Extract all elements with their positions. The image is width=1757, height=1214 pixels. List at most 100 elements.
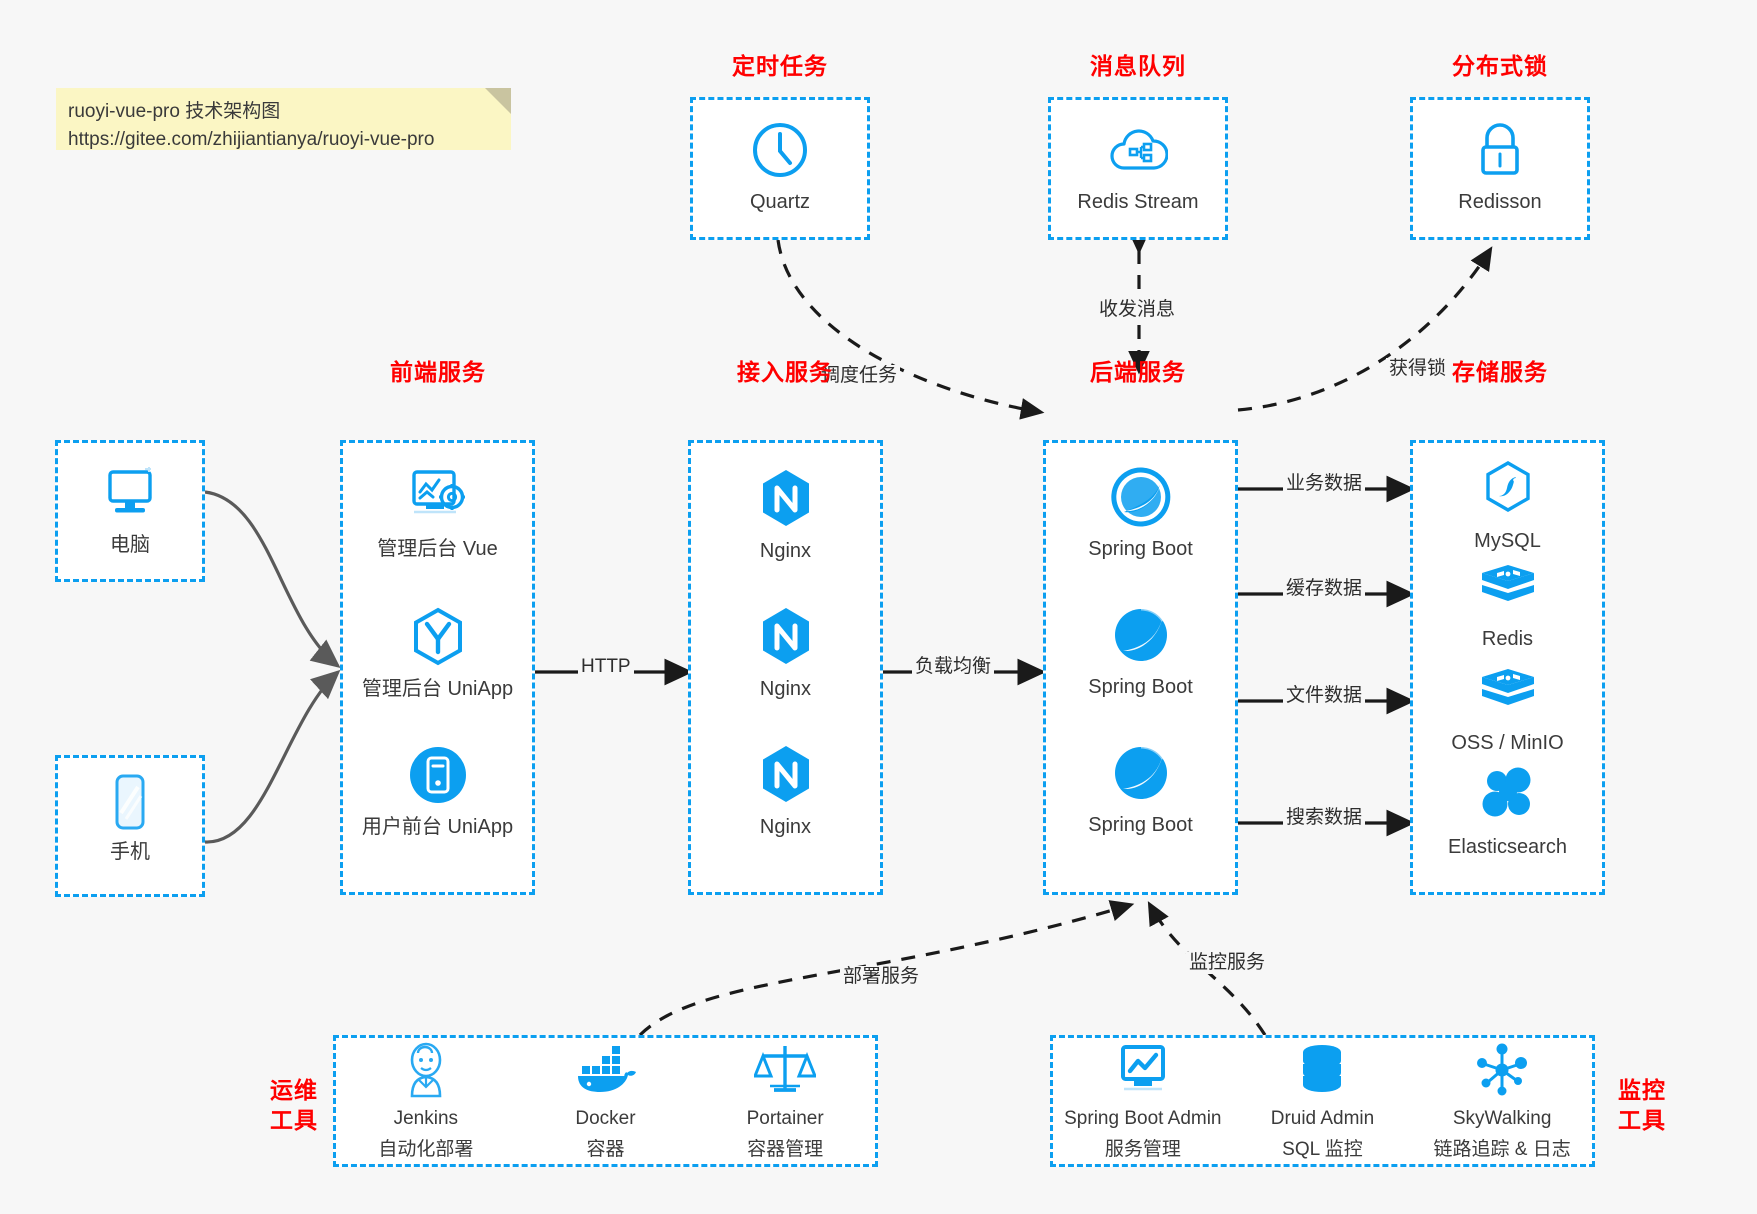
node-label: Spring Boot [1088,676,1193,698]
group-box-message-queue[interactable]: Redis Stream [1048,97,1228,240]
monitor-title-line2: 工具 [1618,1107,1666,1133]
tool-jenkins[interactable]: Jenkins 自动化部署 [337,1040,515,1162]
client-box-desktop[interactable]: 电脑 [55,440,205,582]
node-label: Elasticsearch [1448,836,1567,858]
edge-label-business-data: 业务数据 [1283,473,1366,495]
group-title-message-queue: 消息队列 [1090,53,1186,79]
node-spring-boot-1[interactable]: Spring Boot [1046,465,1235,562]
node-label: Redis [1481,628,1534,650]
tool-spring-boot-admin[interactable]: Spring Boot Admin 服务管理 [1054,1040,1232,1162]
node-nginx-2[interactable]: Nginx [691,605,880,702]
node-nginx-3[interactable]: Nginx [691,743,880,840]
node-phone[interactable]: 手机 [58,772,202,865]
edge-label-deploy-service: 部署服务 [840,966,923,988]
node-redisson[interactable]: Redisson [1413,118,1587,215]
spring-boot-icon [1046,603,1235,667]
node-label: MySQL [1474,530,1541,552]
client-box-mobile[interactable]: 手机 [55,755,205,897]
node-label: 管理后台 Vue [377,538,498,560]
group-box-backend[interactable]: Spring Boot Spring Boot Spring Boot [1043,440,1238,895]
group-box-scheduled-task[interactable]: Quartz [690,97,870,240]
node-spring-boot-2[interactable]: Spring Boot [1046,603,1235,700]
group-box-frontend[interactable]: 管理后台 Vue 管理后台 UniApp 用户前台 [340,440,535,895]
database-stack-icon [1234,1040,1412,1100]
tool-desc: 链路追踪 & 日志 [1433,1139,1571,1160]
node-label: Spring Boot [1088,814,1193,836]
nginx-icon [691,605,880,669]
group-title-scheduled-task: 定时任务 [732,53,828,79]
node-label: Spring Boot [1088,538,1193,560]
tool-druid-admin[interactable]: Druid Admin SQL 监控 [1234,1040,1412,1162]
spring-boot-icon [1046,741,1235,805]
group-box-storage[interactable]: MySQL Redis [1410,440,1605,895]
node-redis-stream[interactable]: Redis Stream [1051,118,1225,215]
edge-label-acquire-lock: 获得锁 [1386,358,1450,380]
node-user-uniapp[interactable]: 用户前台 UniApp [343,743,532,840]
tool-desc: 容器管理 [747,1139,824,1160]
node-elasticsearch[interactable]: Elasticsearch [1413,763,1602,860]
edge-label-load-balance: 负载均衡 [912,656,995,678]
group-title-frontend: 前端服务 [390,359,486,385]
scales-balance-icon [696,1040,874,1100]
node-label: Redisson [1458,191,1542,213]
node-spring-boot-3[interactable]: Spring Boot [1046,741,1235,838]
edge-label-schedule-task: 调度任务 [818,365,901,387]
group-title-devops: 运维 工具 [262,1075,326,1135]
node-label: Nginx [759,816,812,838]
monitor-tool-row: Spring Boot Admin 服务管理 Druid Admin SQL 监… [1053,1038,1592,1164]
node-computer[interactable]: 电脑 [58,461,202,558]
node-label: Nginx [759,678,812,700]
node-label: 电脑 [110,534,150,556]
tool-name: Druid Admin [1270,1108,1375,1129]
uniapp-hexagon-icon [343,605,532,669]
redis-icon [1413,555,1602,619]
tool-desc: 服务管理 [1104,1139,1181,1160]
edge-label-http: HTTP [578,656,634,678]
devops-tool-row: Jenkins 自动化部署 Doc [336,1038,875,1164]
group-box-distributed-lock[interactable]: Redisson [1410,97,1590,240]
nginx-icon [691,743,880,807]
mobile-circle-icon [343,743,532,807]
spring-boot-icon [1046,465,1235,529]
note-url: https://gitee.com/zhijiantianya/ruoyi-vu… [68,129,435,150]
node-label: 管理后台 UniApp [361,678,514,700]
node-mysql[interactable]: MySQL [1413,457,1602,554]
node-quartz[interactable]: Quartz [693,118,867,215]
devops-title-line1: 运维 [270,1077,318,1103]
tool-docker[interactable]: Docker 容器 [517,1040,695,1162]
group-box-devops[interactable]: Jenkins 自动化部署 Doc [333,1035,878,1167]
group-box-gateway[interactable]: Nginx Nginx Nginx [688,440,883,895]
group-box-monitor[interactable]: Spring Boot Admin 服务管理 Druid Admin SQL 监… [1050,1035,1595,1167]
tool-name: Spring Boot Admin [1064,1108,1222,1129]
elasticsearch-icon [1413,763,1602,827]
edge-label-monitor-service: 监控服务 [1186,952,1269,974]
node-admin-vue[interactable]: 管理后台 Vue [343,465,532,562]
tool-skywalking[interactable]: SkyWalking 链路追踪 & 日志 [1413,1040,1591,1162]
tool-name: SkyWalking [1452,1108,1552,1129]
desktop-computer-icon [58,461,202,525]
group-title-storage: 存储服务 [1452,359,1548,385]
group-title-monitor: 监控 工具 [1610,1075,1674,1135]
mobile-phone-icon [58,772,202,836]
edge-label-send-receive-message: 收发消息 [1096,299,1179,321]
tool-name: Docker [575,1108,636,1129]
note-fold-corner [485,88,511,114]
nginx-icon [691,467,880,531]
node-nginx-1[interactable]: Nginx [691,467,880,564]
node-oss-minio[interactable]: OSS / MinIO [1413,659,1602,756]
tool-portainer[interactable]: Portainer 容器管理 [696,1040,874,1162]
group-title-gateway: 接入服务 [737,359,833,385]
node-admin-uniapp[interactable]: 管理后台 UniApp [343,605,532,702]
node-label: 手机 [110,841,150,863]
tool-name: Portainer [746,1108,824,1129]
docker-whale-icon [517,1040,695,1100]
node-redis[interactable]: Redis [1413,555,1602,652]
dashboard-gear-icon [343,465,532,529]
node-label: 用户前台 UniApp [361,816,514,838]
sticky-note: ruoyi-vue-pro 技术架构图 https://gitee.com/zh… [56,88,511,150]
devops-title-line2: 工具 [270,1107,318,1133]
node-label: OSS / MinIO [1451,732,1564,754]
tool-desc: 自动化部署 [378,1139,474,1160]
cloud-stream-icon [1051,118,1225,182]
